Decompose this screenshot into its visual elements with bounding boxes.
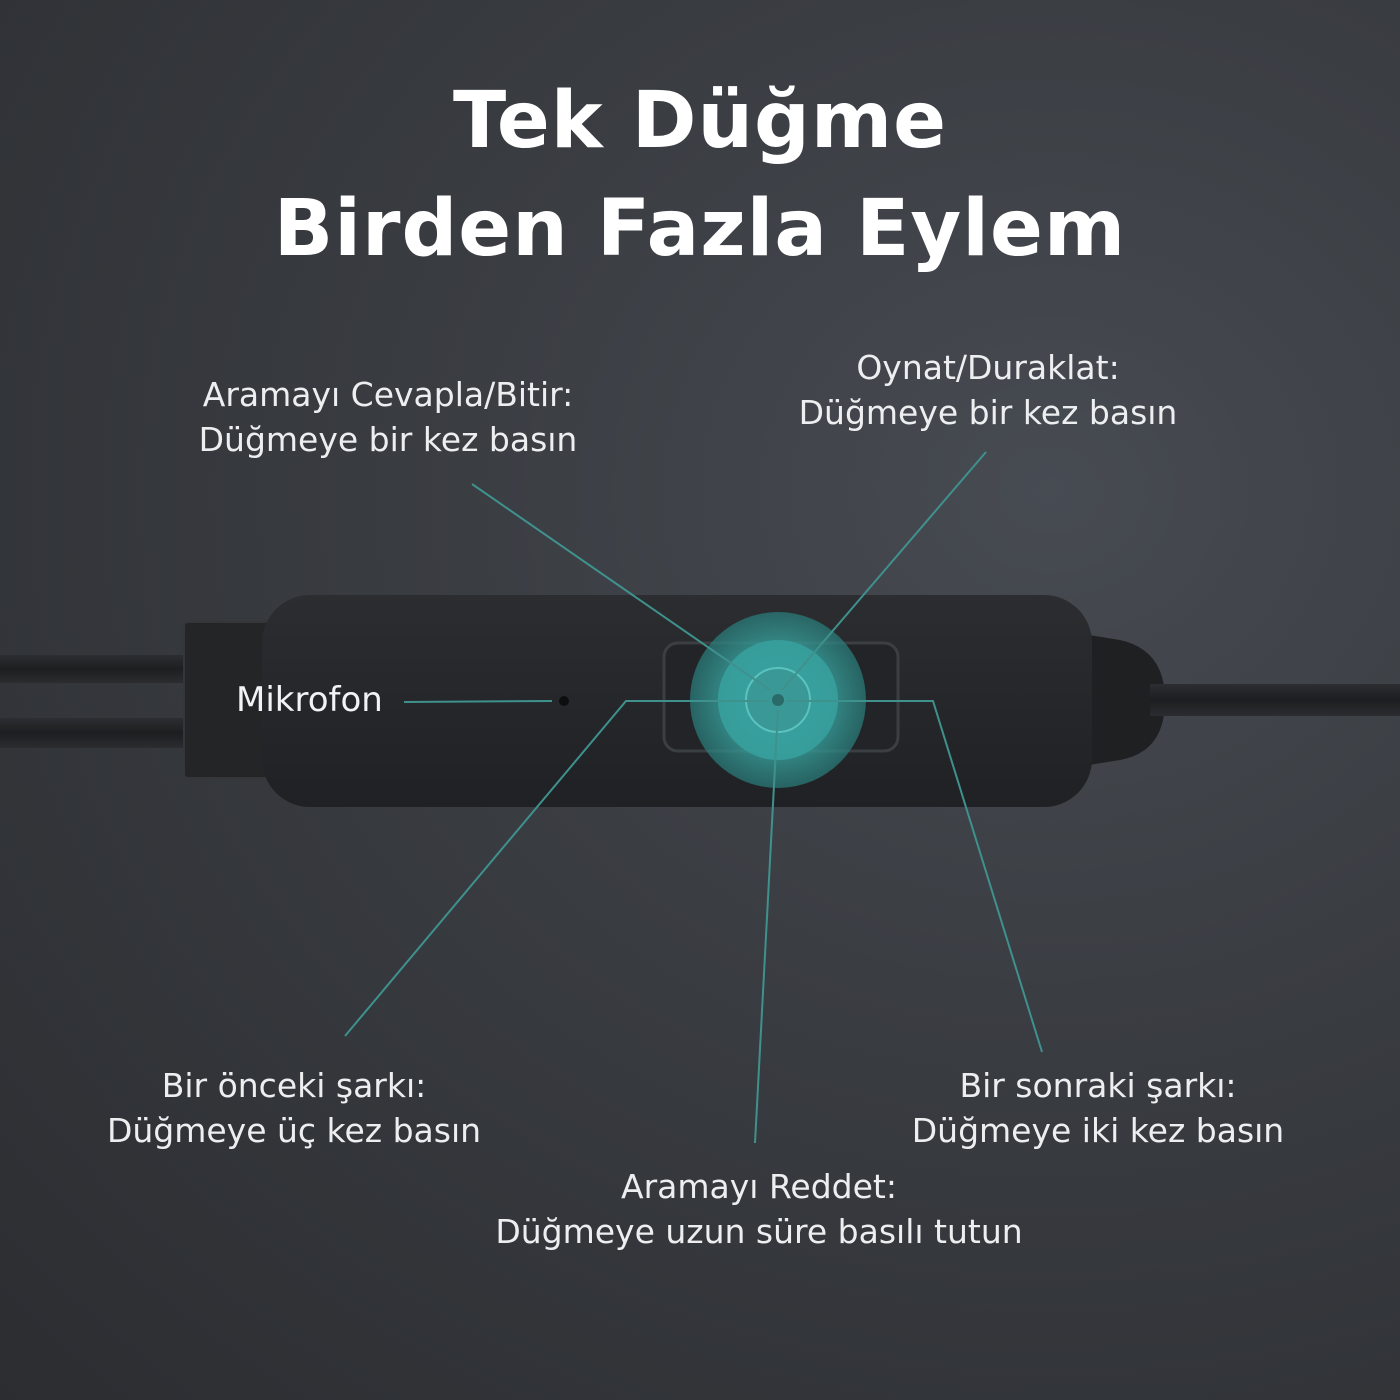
callout-play-pause: Oynat/Duraklat: Düğmeye bir kez basın bbox=[778, 345, 1198, 435]
title-line-1: Tek Düğme bbox=[452, 76, 948, 166]
leader-lines bbox=[344, 451, 1043, 1144]
leader-next bbox=[786, 700, 1043, 1053]
leader-mic bbox=[403, 700, 553, 703]
callout-reject-call: Aramayı Reddet: Düğmeye uzun süre basılı… bbox=[459, 1164, 1059, 1254]
callout-previous-song-title: Bir önceki şarkı: bbox=[161, 1066, 427, 1105]
left-cable-upper bbox=[0, 655, 200, 683]
left-cable-lower bbox=[0, 718, 200, 748]
callout-next-song-title: Bir sonraki şarkı: bbox=[959, 1066, 1237, 1105]
callout-microphone: Mikrofon bbox=[236, 680, 383, 720]
button-center-dot bbox=[772, 694, 784, 706]
callout-reject-call-title: Aramayı Reddet: bbox=[621, 1167, 897, 1206]
callout-answer-end-action: Düğmeye bir kez basın bbox=[198, 420, 578, 459]
leader-answer bbox=[471, 483, 771, 691]
right-cable bbox=[1150, 684, 1400, 716]
leader-prev bbox=[344, 700, 770, 1037]
callout-next-song: Bir sonraki şarkı: Düğmeye iki kez basın bbox=[888, 1063, 1308, 1153]
title-line-2: Birden Fazla Eylem bbox=[273, 184, 1127, 274]
microphone-hole bbox=[559, 696, 569, 706]
leader-play bbox=[781, 451, 987, 691]
callout-next-song-action: Düğmeye iki kez basın bbox=[911, 1111, 1285, 1150]
callout-answer-end: Aramayı Cevapla/Bitir: Düğmeye bir kez b… bbox=[178, 372, 598, 462]
callout-play-pause-action: Düğmeye bir kez basın bbox=[798, 393, 1178, 432]
callout-play-pause-title: Oynat/Duraklat: bbox=[856, 348, 1120, 387]
leader-reject bbox=[754, 709, 779, 1144]
callout-answer-end-title: Aramayı Cevapla/Bitir: bbox=[202, 375, 574, 414]
callout-previous-song-action: Düğmeye üç kez basın bbox=[106, 1111, 482, 1150]
right-strain-relief bbox=[1070, 632, 1165, 768]
callout-reject-call-action: Düğmeye uzun süre basılı tutun bbox=[495, 1212, 1023, 1251]
callout-previous-song: Bir önceki şarkı: Düğmeye üç kez basın bbox=[84, 1063, 504, 1153]
